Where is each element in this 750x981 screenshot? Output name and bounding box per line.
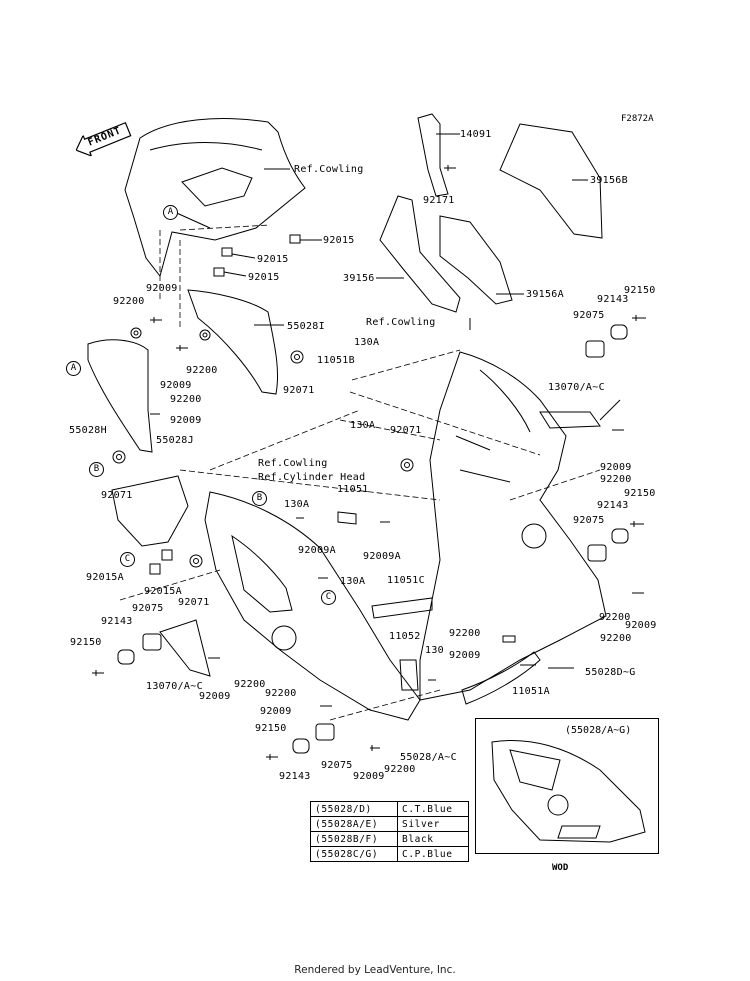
- part-label: 92009: [199, 691, 231, 702]
- part-label: 92200: [599, 612, 631, 623]
- inset-box: [475, 718, 659, 854]
- part-label: 92015: [323, 235, 355, 246]
- part-label: 92143: [279, 771, 311, 782]
- color-table-row: (55028/D)C.T.Blue: [310, 801, 469, 817]
- inset-title: (55028/A~G): [565, 725, 632, 736]
- color-table-body: (55028/D)C.T.Blue(55028A/E)Silver(55028B…: [310, 801, 469, 862]
- part-label: 92075: [321, 760, 353, 771]
- part-label: 92200: [186, 365, 218, 376]
- part-label: 11052: [389, 631, 421, 642]
- inset-code: WOD: [552, 863, 569, 873]
- color-name: Silver: [397, 816, 469, 832]
- part-label: 130A: [350, 420, 376, 431]
- part-label: 92150: [255, 723, 287, 734]
- drawing-code: F2872A: [621, 114, 654, 124]
- part-label: 13070/A~C: [548, 382, 605, 393]
- color-name: C.P.Blue: [397, 846, 469, 862]
- part-label: 13070/A~C: [146, 681, 203, 692]
- part-label: 92150: [624, 285, 656, 296]
- callout-c-left: C: [120, 552, 135, 567]
- ref-cowling-mid: Ref.Cowling: [366, 317, 436, 328]
- part-label: 92009: [625, 620, 657, 631]
- part-label: 92200: [234, 679, 266, 690]
- part-label: 92009: [353, 771, 385, 782]
- part-label: 11051A: [512, 686, 550, 697]
- part-label: 130A: [340, 576, 366, 587]
- part-label: 11051C: [387, 575, 425, 586]
- part-label: 92200: [265, 688, 297, 699]
- callout-a-left: A: [66, 361, 81, 376]
- part-label: 92150: [70, 637, 102, 648]
- color-name: C.T.Blue: [397, 801, 469, 817]
- part-label: 55028D~G: [585, 667, 636, 678]
- part-label: 55028H: [69, 425, 107, 436]
- callout-a-top: A: [163, 205, 178, 220]
- color-table-row: (55028C/G)C.P.Blue: [310, 846, 469, 862]
- part-label: 92075: [573, 515, 605, 526]
- callout-c-mid: C: [321, 590, 336, 605]
- part-label: 11051: [337, 484, 369, 495]
- part-label: 130A: [354, 337, 380, 348]
- color-part-code: (55028/D): [310, 801, 398, 817]
- part-label: 92200: [449, 628, 481, 639]
- part-label: 55028I: [287, 321, 325, 332]
- part-label: 92015A: [86, 572, 124, 583]
- front-direction-arrow: FRONT: [72, 118, 134, 160]
- ref-cowling-top: Ref.Cowling: [294, 164, 364, 175]
- ref-cylinder-head: Ref.Cylinder Head: [258, 472, 366, 483]
- part-label: 92075: [573, 310, 605, 321]
- part-label: 92200: [600, 633, 632, 644]
- part-label: 55028/A~C: [400, 752, 457, 763]
- part-label: 55028J: [156, 435, 194, 446]
- callout-b-left: B: [89, 462, 104, 477]
- part-label: 92009: [260, 706, 292, 717]
- color-table-row: (55028B/F)Black: [310, 831, 469, 847]
- callout-b-mid: B: [252, 491, 267, 506]
- part-label: 92009A: [363, 551, 401, 562]
- part-label: 92200: [600, 474, 632, 485]
- color-table-row: (55028A/E)Silver: [310, 816, 469, 832]
- part-label: 39156: [343, 273, 375, 284]
- part-label: 92015: [248, 272, 280, 283]
- part-label: 11051B: [317, 355, 355, 366]
- color-part-code: (55028B/F): [310, 831, 398, 847]
- part-label: 92171: [423, 195, 455, 206]
- part-label: 92009: [600, 462, 632, 473]
- part-label: 92071: [178, 597, 210, 608]
- part-label: 92015: [257, 254, 289, 265]
- part-label: 39156A: [526, 289, 564, 300]
- color-name: Black: [397, 831, 469, 847]
- part-label: 92071: [101, 490, 133, 501]
- part-label: 92143: [597, 500, 629, 511]
- footer-credit: Rendered by LeadVenture, Inc.: [294, 964, 456, 976]
- color-part-code: (55028C/G): [310, 846, 398, 862]
- part-label: 92150: [624, 488, 656, 499]
- part-label: 92009: [160, 380, 192, 391]
- part-label: 130A: [284, 499, 310, 510]
- part-label: 39156B: [590, 175, 628, 186]
- color-variant-table: (55028/D)C.T.Blue(55028A/E)Silver(55028B…: [310, 801, 469, 862]
- part-label: 92075: [132, 603, 164, 614]
- part-label: 92009: [170, 415, 202, 426]
- part-label: 92200: [170, 394, 202, 405]
- part-label: 14091: [460, 129, 492, 140]
- part-label: 130: [425, 645, 444, 656]
- part-label: 92009: [146, 283, 178, 294]
- part-label: 92143: [597, 294, 629, 305]
- color-part-code: (55028A/E): [310, 816, 398, 832]
- part-label: 92071: [390, 425, 422, 436]
- part-label: 92015A: [144, 586, 182, 597]
- ref-cowling-left: Ref.Cowling: [258, 458, 328, 469]
- part-label: 92200: [384, 764, 416, 775]
- part-label: 92009A: [298, 545, 336, 556]
- arrow-left-icon: [75, 121, 132, 157]
- part-label: 92143: [101, 616, 133, 627]
- part-label: 92200: [113, 296, 145, 307]
- part-label: 92071: [283, 385, 315, 396]
- part-label: 92009: [449, 650, 481, 661]
